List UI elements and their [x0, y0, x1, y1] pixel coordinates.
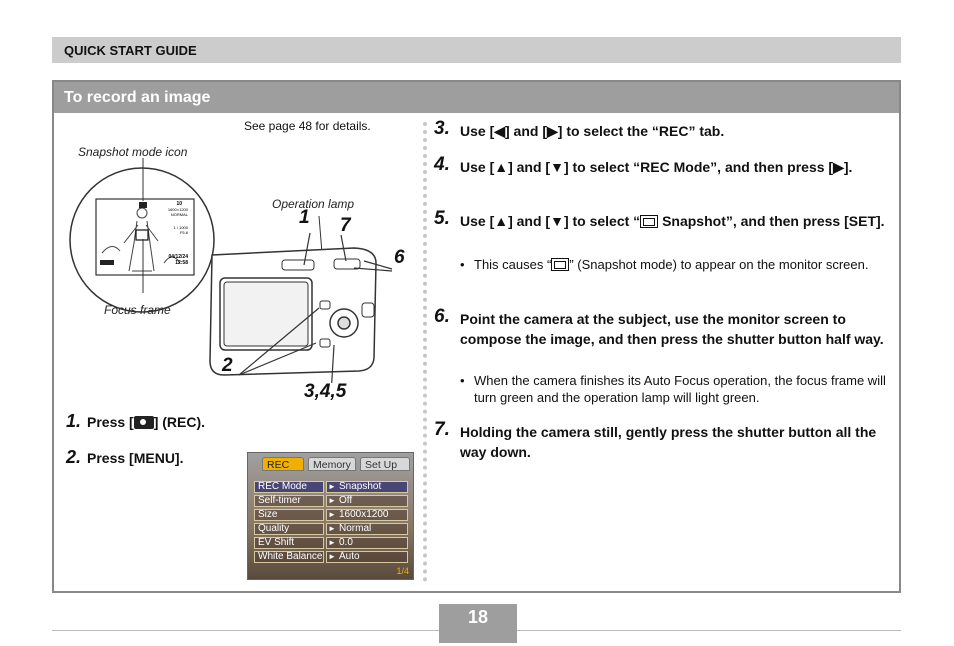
- screen-res: 1 / 1000: [174, 225, 189, 230]
- step-5-text-pre: Use [▲] and [▼] to select “: [460, 213, 641, 229]
- caption-focus-frame: Focus frame: [104, 303, 171, 317]
- page-number: 18: [439, 604, 517, 631]
- magnified-screen-circle: [69, 167, 215, 313]
- snapshot-icon: [551, 258, 570, 271]
- header-bar: QUICK START GUIDE: [52, 37, 901, 63]
- snapshot-mode-icon: [139, 202, 147, 208]
- step-6-text: Point the camera at the subject, use the…: [460, 311, 884, 347]
- camera-illustration: 10 1600×1200 NORMAL 1 / 1000 F5.6 04/12/…: [69, 158, 393, 383]
- battery-icon: [100, 260, 114, 265]
- step-6-bullet: When the camera finishes its Auto Focus …: [460, 372, 895, 406]
- caption-operation-lamp: Operation lamp: [272, 197, 355, 211]
- caption-snapshot-icon: Snapshot mode icon: [78, 145, 188, 159]
- step-5-bullet: This causes “ ” (Snapshot mode) to appear…: [460, 256, 895, 273]
- step-6-number: 6.: [434, 306, 450, 327]
- tab-rec: REC: [262, 457, 304, 471]
- menu-row-label: Quality: [254, 523, 324, 535]
- header-title: QUICK START GUIDE: [64, 43, 197, 58]
- callout-2: 2: [222, 355, 233, 376]
- menu-row-size: Size 1600x1200: [254, 509, 408, 521]
- step-5-bullet-pre: This causes “: [474, 257, 552, 272]
- menu-row-self-timer: Self-timer Off: [254, 495, 408, 507]
- screen-shots: 10: [176, 201, 182, 207]
- menu-row-rec-mode: REC Mode Snapshot: [254, 481, 408, 493]
- menu-row-value: Normal: [326, 523, 408, 535]
- screen-quality: NORMAL: [171, 212, 189, 217]
- person-sketch: [101, 207, 181, 272]
- section-title-bar: To record an image: [54, 82, 899, 113]
- step-5-text-post: Snapshot”, and then press [SET].: [658, 213, 885, 229]
- snapshot-icon: [640, 215, 659, 228]
- section-title: To record an image: [64, 89, 211, 106]
- menu-row-label: EV Shift: [254, 537, 324, 549]
- menu-row-value: Auto: [326, 551, 408, 563]
- page-number-tab: [439, 631, 517, 643]
- menu-row-value: Off: [326, 495, 408, 507]
- left-column: See page 48 for details. Snapshot mode i…: [54, 113, 419, 591]
- callout-3-4-5: 3,4,5: [304, 381, 347, 402]
- screen-time: 12:58: [175, 260, 188, 266]
- column-divider: [423, 122, 427, 582]
- step-2-number: 2.: [66, 447, 82, 467]
- step-3-number: 3.: [434, 118, 450, 139]
- camera-body: [209, 247, 377, 376]
- content-panel: To record an image See page 48 for detai…: [52, 80, 901, 593]
- menu-row-label: Size: [254, 509, 324, 521]
- menu-row-value: 0.0: [326, 537, 408, 549]
- step-1-number: 1.: [66, 411, 82, 431]
- menu-row-quality: Quality Normal: [254, 523, 408, 535]
- step-3-text: Use [◀] and [▶] to select the “REC” tab.: [460, 123, 725, 139]
- callout-1: 1: [299, 207, 310, 228]
- step-5-bullet-post: ” (Snapshot mode) to appear on the monit…: [569, 257, 869, 272]
- screen-fnum: F5.6: [180, 230, 189, 235]
- menu-row-value: Snapshot: [326, 481, 408, 493]
- callout-7: 7: [340, 215, 351, 236]
- step-2: 2. Press [MENU].: [66, 447, 183, 468]
- menu-row-ev-shift: EV Shift 0.0: [254, 537, 408, 549]
- menu-row-label: Self-timer: [254, 495, 324, 507]
- screen-date: 04/12/24: [169, 254, 189, 260]
- screen-size: 1600×1200: [168, 207, 189, 212]
- tab-set-up: Set Up: [360, 457, 410, 471]
- step-2-text: Press [MENU].: [87, 450, 184, 466]
- camera-icon: [133, 416, 154, 429]
- step-5-text: Use [▲] and [▼] to select “ Snapshot”, a…: [460, 211, 890, 231]
- callout-lines: [238, 232, 393, 383]
- tab-memory: Memory: [308, 457, 356, 471]
- menu-row-label: White Balance: [254, 551, 324, 563]
- see-page-note: See page 48 for details.: [244, 119, 371, 133]
- menu-row-label: REC Mode: [254, 481, 324, 493]
- step-4-number: 4.: [434, 154, 450, 175]
- step-5-number: 5.: [434, 208, 450, 229]
- step-7-number: 7.: [434, 419, 450, 440]
- step-4-text: Use [▲] and [▼] to select “REC Mode”, an…: [460, 159, 853, 175]
- menu-row-value: 1600x1200: [326, 509, 408, 521]
- callout-6: 6: [394, 247, 405, 268]
- step-1-text-pre: Press [: [87, 414, 134, 430]
- step-7-text: Holding the camera still, gently press t…: [460, 424, 877, 460]
- step-1: 1. Press [ ] (REC).: [66, 411, 205, 432]
- step-1-text-post: ] (REC).: [153, 414, 206, 430]
- menu-pager: 1/4: [396, 566, 409, 576]
- rec-menu-screen: REC Memory Set Up REC Mode Snapshot Self…: [247, 452, 414, 580]
- menu-row-white-balance: White Balance Auto: [254, 551, 408, 563]
- focus-frame-box: [135, 229, 149, 241]
